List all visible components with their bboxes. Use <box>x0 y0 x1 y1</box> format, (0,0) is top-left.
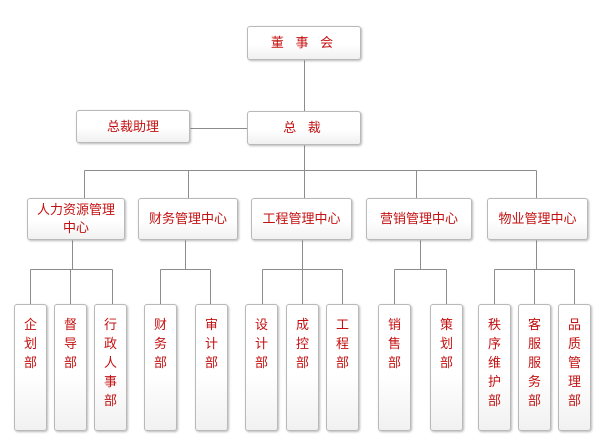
dept-node-design: 设计部 <box>245 304 278 431</box>
dept-label: 审计部 <box>204 317 218 370</box>
dept-label: 成控部 <box>295 317 309 370</box>
president-node: 总 裁 <box>247 111 361 145</box>
dept-label: 设计部 <box>254 317 268 370</box>
dept-node-supervision: 督导部 <box>54 304 87 431</box>
dept-label: 企划部 <box>23 317 37 370</box>
dept-node-planning-marketing: 策划部 <box>430 304 463 431</box>
dept-node-quality: 品质管理部 <box>558 304 591 431</box>
center-node-marketing: 营销管理中心 <box>366 198 472 240</box>
dept-node-admin-hr: 行政人事部 <box>94 304 127 431</box>
center-node-finance: 财务管理中心 <box>138 198 238 240</box>
dept-node-planning: 企划部 <box>14 304 47 431</box>
dept-label: 客服服务部 <box>527 317 541 408</box>
center-node-engineering: 工程管理中心 <box>251 198 352 240</box>
dept-node-sales: 销售部 <box>378 304 411 431</box>
board-node: 董 事 会 <box>247 26 361 60</box>
dept-label: 工程部 <box>335 317 349 370</box>
dept-node-audit: 审计部 <box>195 304 228 431</box>
dept-node-finance: 财务部 <box>144 304 177 431</box>
dept-node-customer-service: 客服服务部 <box>518 304 551 431</box>
dept-label: 督导部 <box>63 317 77 370</box>
center-node-property: 物业管理中心 <box>487 198 588 240</box>
dept-label: 销售部 <box>387 317 401 370</box>
center-node-hr: 人力资源管理中心 <box>27 198 125 240</box>
dept-node-security: 秩序维护部 <box>478 304 511 431</box>
dept-label: 品质管理部 <box>567 317 581 408</box>
dept-node-engineering: 工程部 <box>326 304 359 431</box>
dept-label: 策划部 <box>439 317 453 370</box>
dept-label: 秩序维护部 <box>487 317 501 408</box>
assistant-node: 总裁助理 <box>76 110 190 143</box>
dept-label: 行政人事部 <box>103 317 117 408</box>
dept-label: 财务部 <box>153 317 167 370</box>
dept-node-cost-control: 成控部 <box>286 304 319 431</box>
